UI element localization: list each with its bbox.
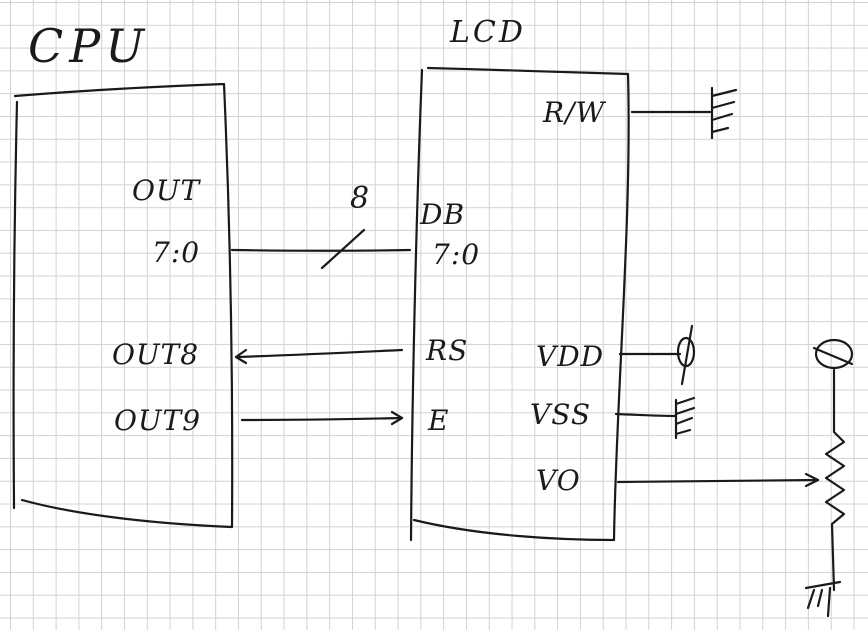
lcd-pin-rw: R/W [542,96,607,129]
vo-arrowhead [804,472,820,488]
vo-wire [616,478,820,484]
lcd-block: LCD R/W DB 7:0 RS E VDD VSS VO [409,15,630,542]
lcd-pin-e: E [427,404,449,437]
ground-symbol-pot [804,580,842,618]
vdd-supply [618,324,696,386]
vss-wire [614,412,678,418]
wire-rs-arrowhead [234,348,248,365]
pot-top-node [814,338,854,370]
pot-top-stroke [812,346,854,366]
lcd-pin-vss: VSS [530,398,591,431]
pot-resistor-zigzag [824,368,846,592]
wire-e-arrowhead [390,410,404,426]
wire-rs [234,348,404,365]
vo-wiper [616,472,820,488]
lcd-pin-vo: VO [536,464,581,497]
bus-width-label: 8 [350,181,372,216]
lcd-pin-rs: RS [425,334,468,367]
ground-symbol-vss [674,396,696,440]
bus-db: 8 [230,181,412,270]
bus-slash [320,228,366,270]
potentiometer [804,338,854,618]
cpu-block: CPU OUT 7:0 OUT8 OUT9 [12,19,234,529]
lcd-outline [409,66,630,542]
lcd-pin-vdd: VDD [536,340,604,373]
cpu-pin-out9: OUT9 [114,404,201,437]
cpu-title: CPU [28,19,150,73]
cpu-pin-out8: OUT8 [112,338,199,371]
lcd-pin-db-range: 7:0 [432,238,480,271]
lcd-pin-db-label: DB [419,198,465,231]
cpu-outline [12,82,234,529]
rw-ground [630,86,738,140]
cpu-pin-out-range: 7:0 [152,236,200,269]
bus-db-wire [230,248,412,252]
wire-e [240,410,404,426]
wire-rs-line [234,348,404,359]
wire-e-line [240,416,404,422]
vss-ground [614,396,696,440]
lcd-title: LCD [449,15,526,50]
ground-symbol-rw [710,86,738,140]
cpu-pin-out-label: OUT [132,174,202,207]
vdd-stroke [680,324,694,386]
